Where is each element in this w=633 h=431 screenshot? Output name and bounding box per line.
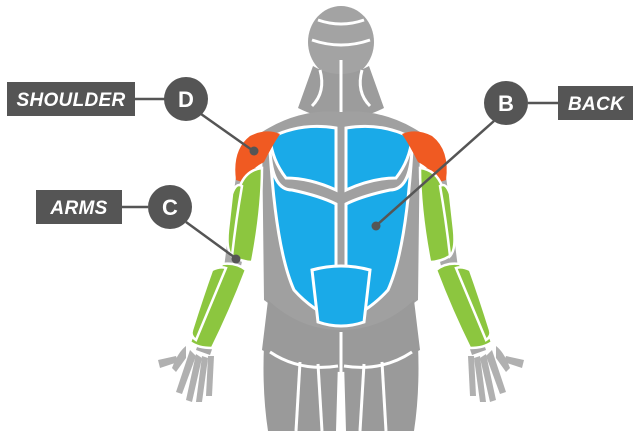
shoulder-tag-label: SHOULDER [16,90,125,111]
shoulder-pointer-line [201,114,252,150]
right-hand [468,346,524,402]
back-tag-label: BACK [568,94,625,115]
back-badge-letter: B [498,91,514,116]
shoulder-pointer-dot [250,147,259,156]
arms-pointer-dot [232,255,241,264]
back-pointer-dot [372,222,381,231]
callout-arms: ARMS C [36,185,241,264]
arms-tag-label: ARMS [49,198,107,219]
callout-shoulder: SHOULDER D [7,77,259,156]
arms-badge-letter: C [162,195,178,220]
left-hand [158,346,214,402]
shoulder-badge-letter: D [178,87,194,112]
